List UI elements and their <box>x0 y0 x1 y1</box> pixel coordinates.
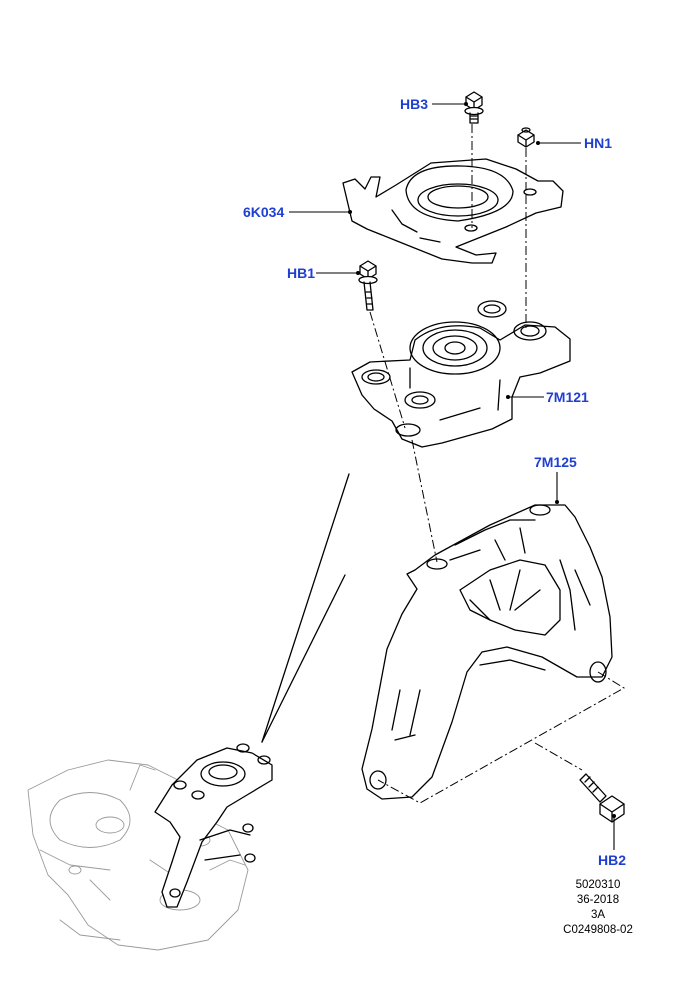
mount-on-gearbox <box>154 743 273 908</box>
label-hb2[interactable]: HB2 <box>598 852 627 868</box>
bolt-hb2 <box>579 773 625 823</box>
reference-line-2: 36-2018 <box>576 894 620 906</box>
reference-block: 5020310 36-2018 3A C0249808-02 <box>543 878 653 938</box>
reference-line-1: 5020310 <box>575 879 621 891</box>
nut-hn1 <box>517 127 535 148</box>
label-6k034[interactable]: 6K034 <box>243 204 285 220</box>
label-hb3[interactable]: HB3 <box>400 96 429 112</box>
label-hn1[interactable]: HN1 <box>584 135 613 151</box>
upper-bracket-6k034 <box>342 158 564 264</box>
transmission-bracket-7m125 <box>361 504 613 800</box>
label-hb1[interactable]: HB1 <box>287 265 316 281</box>
label-7m121[interactable]: 7M121 <box>546 389 589 405</box>
gearbox-assembly <box>27 759 249 951</box>
reference-line-3: 3A <box>590 909 606 921</box>
engine-mount-7m121 <box>351 300 571 448</box>
bolt-hb1 <box>358 260 378 311</box>
bolt-hb3 <box>464 91 484 124</box>
label-7m125[interactable]: 7M125 <box>534 454 577 470</box>
reference-line-4: C0249808-02 <box>563 924 633 936</box>
